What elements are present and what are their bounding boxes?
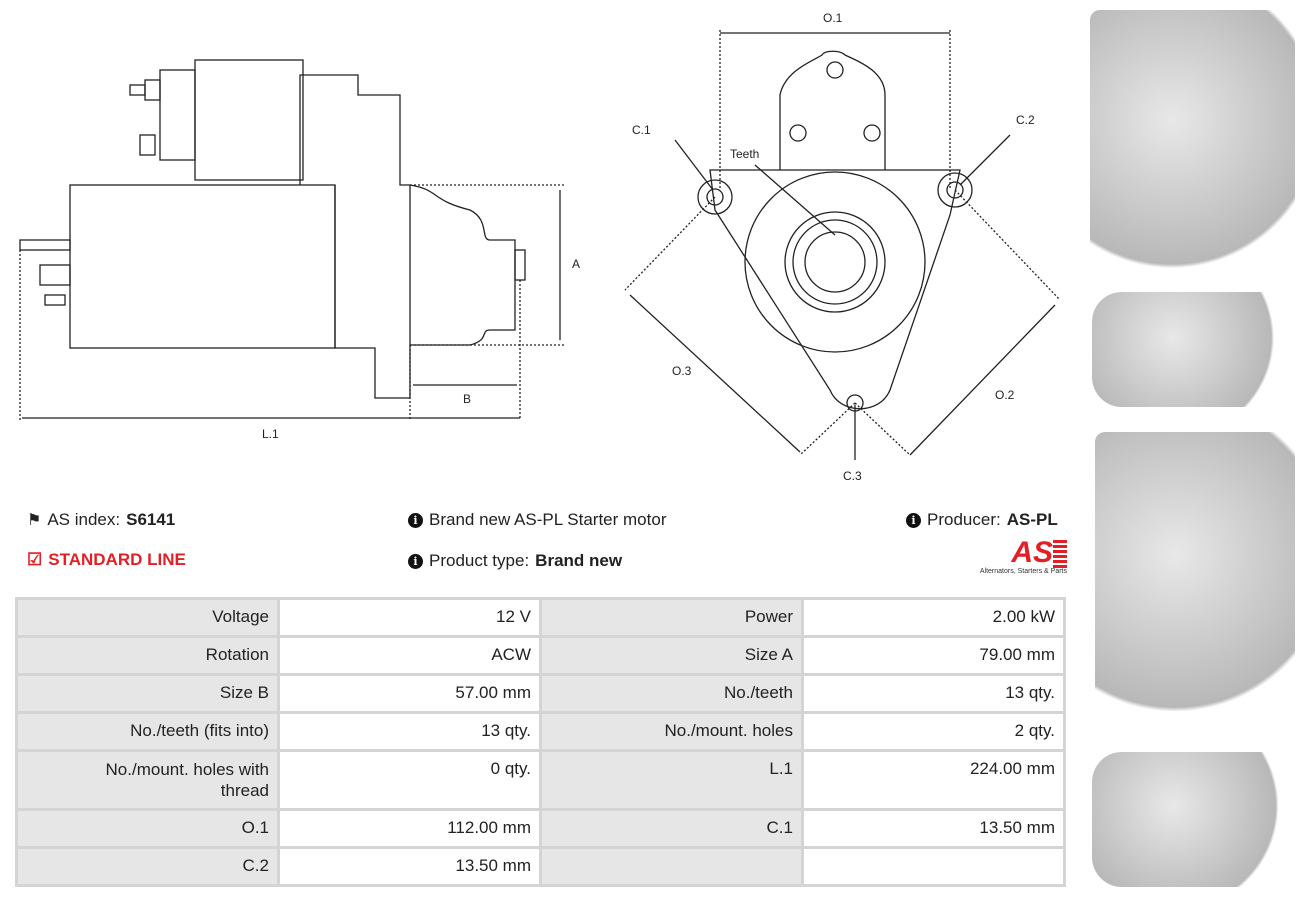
spec-value: 79.00 mm xyxy=(801,635,1066,676)
spec-label: Rotation xyxy=(15,635,280,676)
standard-line: ☑ STANDARD LINE xyxy=(27,550,186,570)
spec-label: Voltage xyxy=(15,597,280,638)
spec-label: No./teeth xyxy=(539,673,804,714)
dim-c1: C.1 xyxy=(632,123,651,137)
dim-l1: L.1 xyxy=(262,427,279,441)
product-type: i Product type: Brand new xyxy=(408,551,622,571)
as-pl-logo: AS Alternators, Starters & Parts xyxy=(965,538,1067,575)
producer: i Producer: AS-PL xyxy=(906,510,1058,530)
side-view-drawing: A B L.1 xyxy=(19,59,580,441)
info-icon: i xyxy=(408,512,423,528)
spec-label: L.1 xyxy=(539,749,804,811)
dim-b: B xyxy=(463,392,471,406)
spec-value: 57.00 mm xyxy=(277,673,542,714)
spec-value: ACW xyxy=(277,635,542,676)
product-type-label: Product type: xyxy=(429,551,530,570)
dim-o2: O.2 xyxy=(995,388,1015,402)
spec-label: C.1 xyxy=(539,808,804,849)
spec-label: No./mount. holes with thread xyxy=(15,749,280,811)
line-label: STANDARD LINE xyxy=(48,550,186,569)
product-photo-rear[interactable] xyxy=(1095,432,1295,737)
producer-value: AS-PL xyxy=(1006,510,1058,529)
table-row: No./teeth (fits into)13 qty.No./mount. h… xyxy=(15,711,1066,752)
spec-label: Power xyxy=(539,597,804,638)
product-photo-side[interactable] xyxy=(1092,292,1295,407)
spec-value: 2.00 kW xyxy=(801,597,1066,638)
spec-value xyxy=(801,846,1066,887)
spec-value: 112.00 mm xyxy=(277,808,542,849)
product-photo-side-2[interactable] xyxy=(1092,752,1295,887)
as-index-value: S6141 xyxy=(126,510,176,529)
spec-label: Size A xyxy=(539,635,804,676)
spec-value: 13.50 mm xyxy=(801,808,1066,849)
as-index: ⚑ AS index: S6141 xyxy=(27,510,175,530)
spec-value: 13 qty. xyxy=(277,711,542,752)
spec-label xyxy=(539,846,804,887)
dim-c3: C.3 xyxy=(843,469,862,483)
spec-label: Size B xyxy=(15,673,280,714)
description-text: Brand new AS-PL Starter motor xyxy=(429,510,667,529)
product-type-value: Brand new xyxy=(535,551,623,570)
dim-a: A xyxy=(572,257,580,271)
producer-label: Producer: xyxy=(927,510,1001,529)
info-icon: i xyxy=(906,512,921,528)
spec-label: No./mount. holes xyxy=(539,711,804,752)
dim-teeth: Teeth xyxy=(730,147,759,161)
dim-c2: C.2 xyxy=(1016,113,1035,127)
spec-value: 2 qty. xyxy=(801,711,1066,752)
logo-tagline: Alternators, Starters & Parts xyxy=(979,568,1067,575)
front-view-drawing: O.1 C.1 C.2 Teeth O.3 O.2 C.3 xyxy=(624,11,1061,483)
tags-icon: ⚑ xyxy=(27,512,42,529)
spec-value: 12 V xyxy=(277,597,542,638)
description: i Brand new AS-PL Starter motor xyxy=(408,510,666,530)
dim-o3: O.3 xyxy=(672,364,692,378)
spec-value: 13 qty. xyxy=(801,673,1066,714)
spec-label: No./teeth (fits into) xyxy=(15,711,280,752)
spec-value: 224.00 mm xyxy=(801,749,1066,811)
spec-value: 13.50 mm xyxy=(277,846,542,887)
spec-label: O.1 xyxy=(15,808,280,849)
as-index-label: AS index: xyxy=(47,510,121,529)
dim-o1: O.1 xyxy=(823,11,843,25)
spec-label: C.2 xyxy=(15,846,280,887)
spec-value: 0 qty. xyxy=(277,749,542,811)
info-icon: i xyxy=(408,553,423,569)
product-photo-front[interactable] xyxy=(1090,10,1295,285)
check-square-icon: ☑ xyxy=(27,550,43,569)
logo-mark: AS xyxy=(965,538,1067,568)
